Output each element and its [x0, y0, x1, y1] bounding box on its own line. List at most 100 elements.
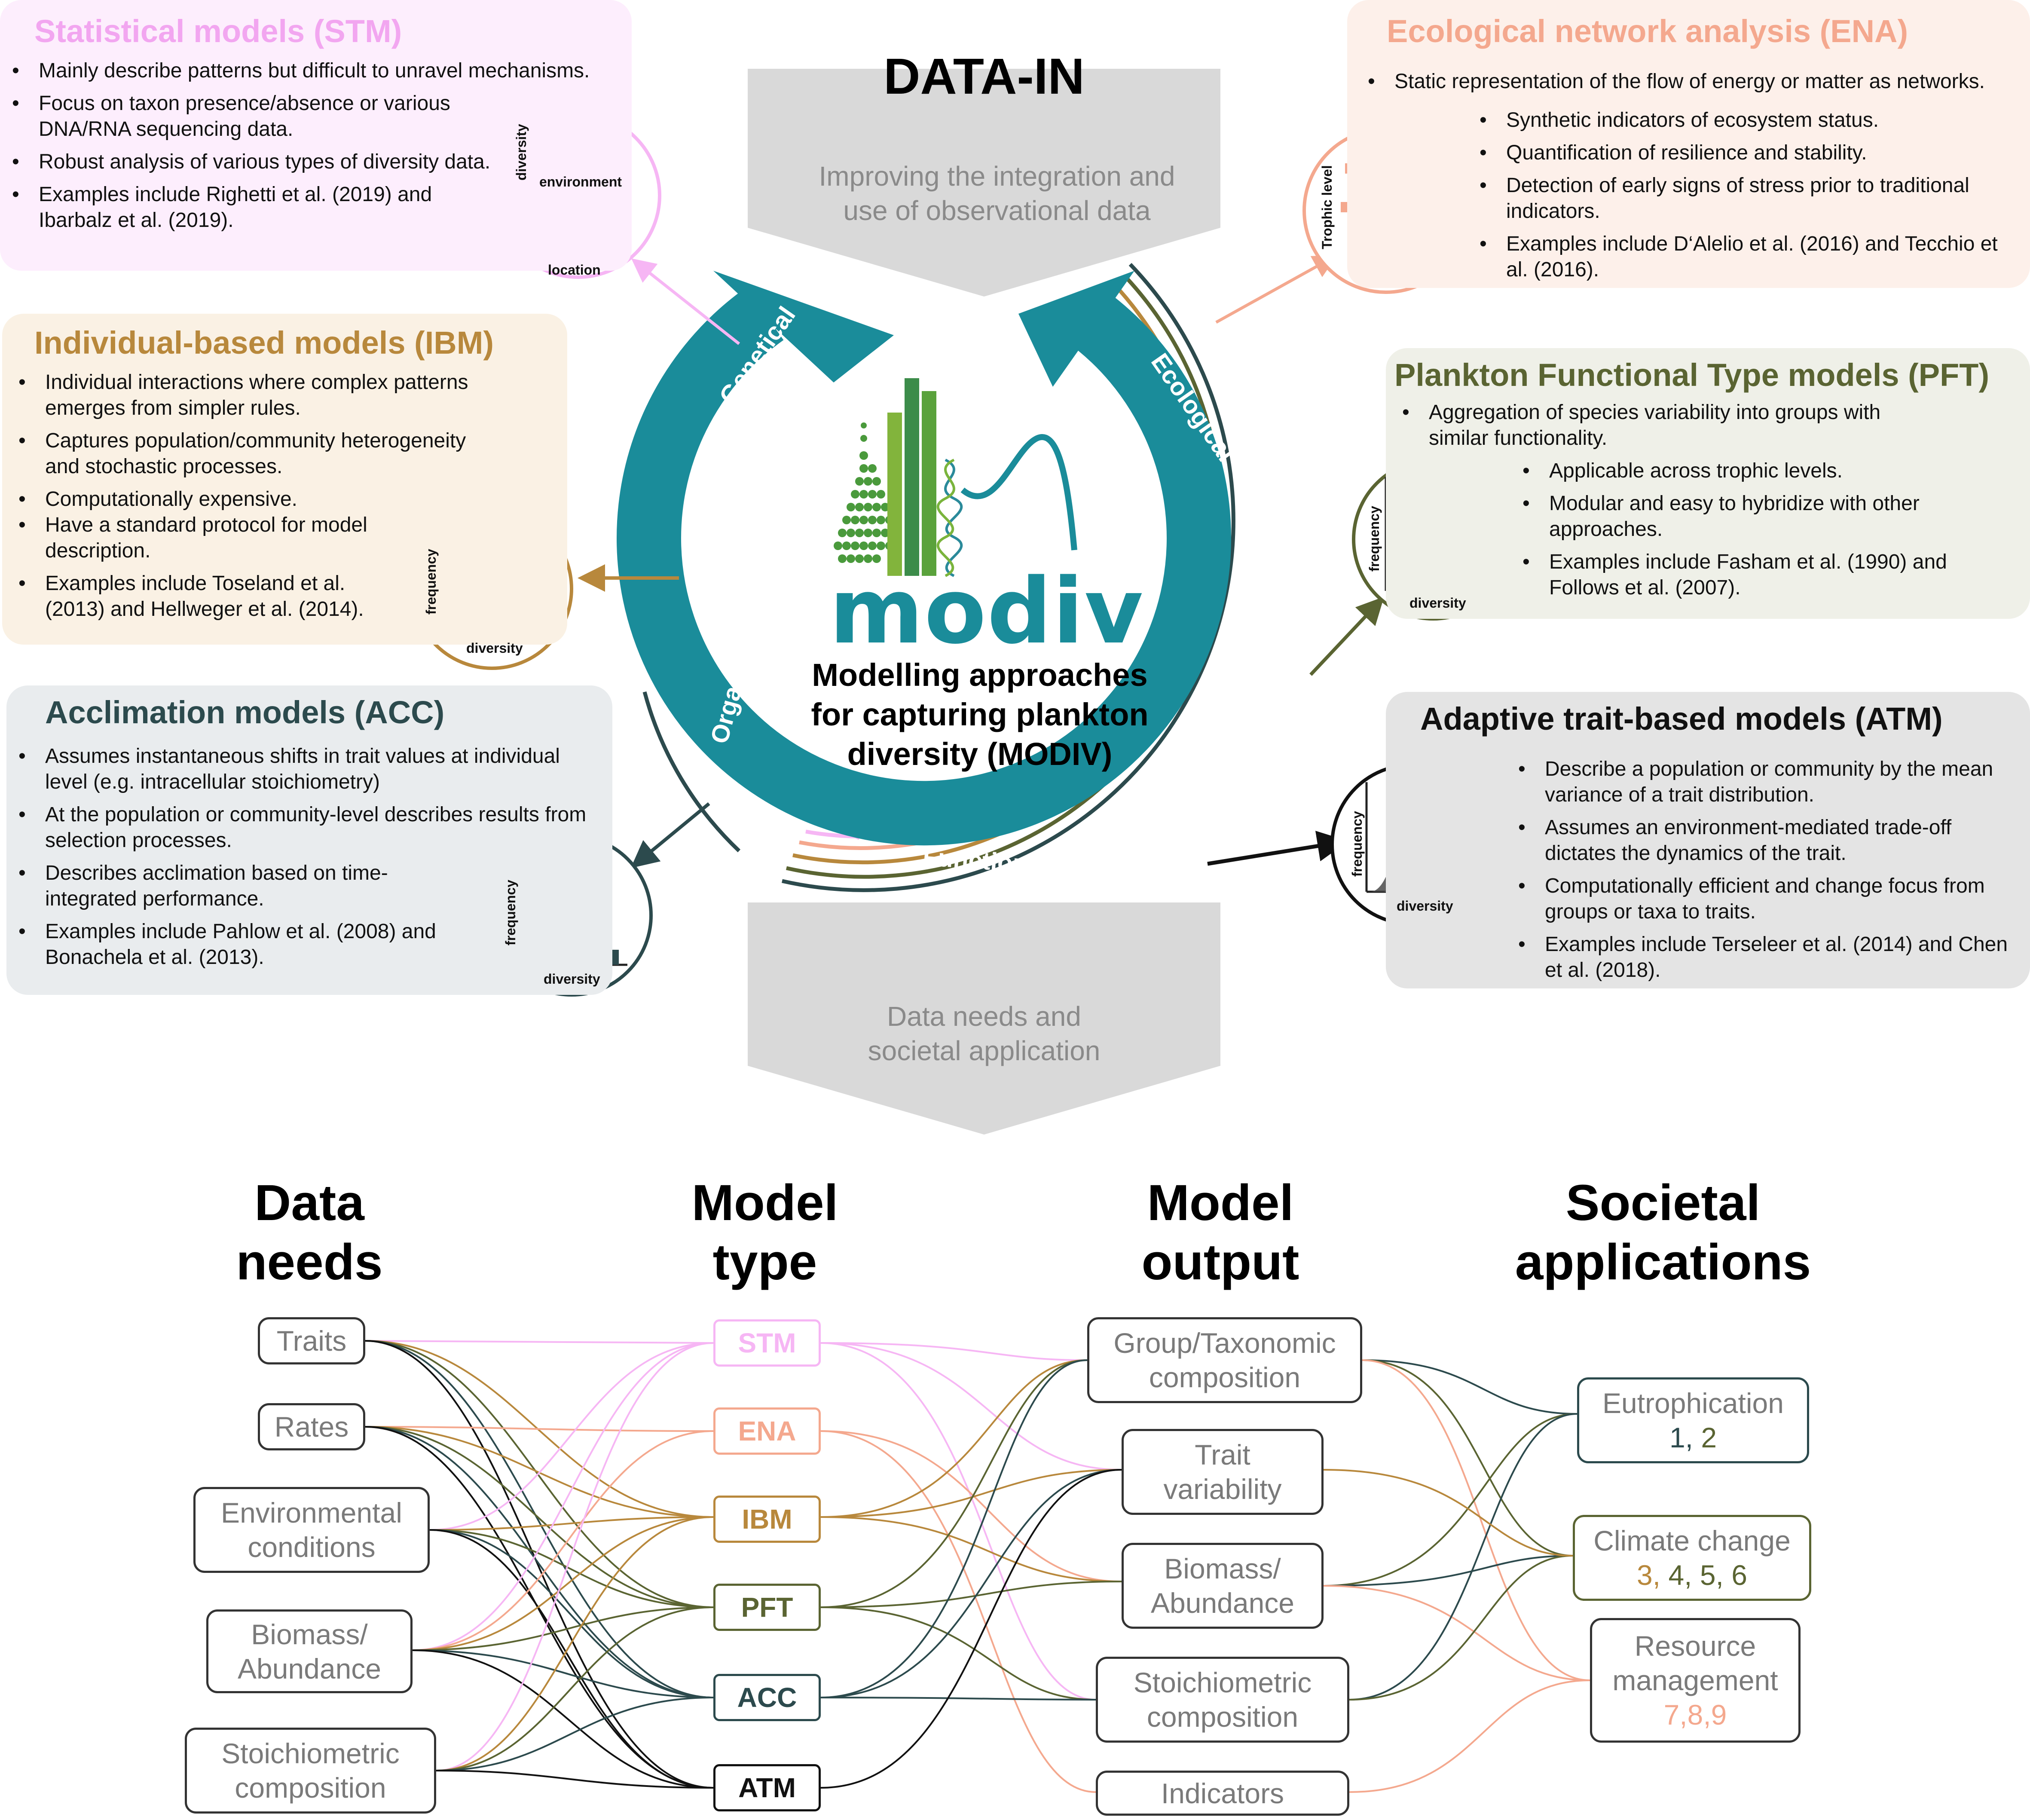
stm-bullet-1: Mainly describe patterns but difficult t…	[9, 58, 619, 84]
output-group-line-2: composition	[1149, 1361, 1301, 1393]
modiv-logo-graphic	[834, 378, 1077, 577]
data-need-traits-label: Traits	[276, 1325, 347, 1357]
atm-bullet-4: Examples include Terseleer et al. (2014)…	[1515, 932, 2022, 983]
data-need-environmental-line-2: conditions	[248, 1531, 376, 1563]
stm-panel: Statistical models (STM) Mainly describe…	[0, 0, 632, 271]
ref-4: 4	[1668, 1559, 1685, 1591]
model-to-output-links	[820, 1342, 1122, 1793]
header-societal-line-2: applications	[1515, 1234, 1811, 1291]
societal-resource-line-2: management	[1612, 1664, 1778, 1696]
societal-resource-management: Resource management 7,8,9	[1590, 1618, 1801, 1743]
ena-bullet-5: Examples include D‘Alelio et al. (2016) …	[1476, 231, 2009, 283]
pft-icon-x-label: diversity	[1409, 595, 1466, 611]
atm-icon-x-label: diversity	[1397, 898, 1453, 914]
atm-title: Adaptive trait-based models (ATM)	[1420, 701, 1943, 737]
data-need-environmental-line-1: Environmental	[221, 1497, 402, 1529]
ibm-bullet-1: Individual interactions where complex pa…	[15, 370, 471, 421]
societal-climate-refs: 3, 4, 5, 6	[1637, 1558, 1747, 1592]
pft-bullets: Aggregation of species variability into …	[1399, 400, 2018, 608]
output-indicators-label: Indicators	[1161, 1777, 1284, 1809]
connector-acc	[630, 802, 710, 869]
ref-6: 6	[1731, 1559, 1747, 1591]
pft-panel: Plankton Functional Type models (PFT) Ag…	[1386, 348, 2030, 619]
data-needs-line-1: Data needs and	[887, 1001, 1081, 1032]
stm-bullet-4: Examples include Righetti et al. (2019) …	[9, 182, 503, 233]
acc-title: Acclimation models (ACC)	[45, 694, 445, 730]
ref-sep: ,	[1685, 1422, 1701, 1453]
output-indicators: Indicators	[1096, 1771, 1349, 1816]
data-in-line-2: use of observational data	[843, 195, 1151, 226]
ena-bullets: Static representation of the flow of ene…	[1364, 69, 2026, 290]
output-stoichiometric-composition: Stoichiometric composition	[1096, 1657, 1349, 1743]
ibm-bullet-2: Captures population/community heterogene…	[15, 428, 471, 480]
pft-bullet-4: Examples include Fasham et al. (1990) an…	[1519, 549, 2000, 601]
data-need-environmental-conditions: Environmental conditions	[193, 1487, 430, 1573]
model-type-pft: PFT	[713, 1584, 821, 1631]
data-need-biomass-abundance: Biomass/ Abundance	[206, 1609, 413, 1693]
pft-bullet-2: Applicable across trophic levels.	[1519, 458, 2018, 484]
ref-2: 2	[1701, 1422, 1717, 1453]
output-to-societal-links	[1323, 1359, 1590, 1793]
societal-eutrophication-label: Eutrophication	[1602, 1387, 1784, 1419]
connector-atm	[1207, 831, 1348, 866]
data-needs-arrow	[748, 902, 1220, 1135]
acc-bullet-3: Describes acclimation based on time-inte…	[15, 860, 445, 912]
pft-bullet-3: Modular and easy to hybridize with other…	[1519, 491, 1979, 542]
ref-sep-2: ,	[1684, 1559, 1700, 1591]
data-need-biomass-line-1: Biomass/	[251, 1618, 368, 1650]
header-model-type-line-2: type	[712, 1234, 817, 1291]
header-societal: Societal applications	[1491, 1173, 1835, 1292]
header-model-output: Model output	[1091, 1173, 1349, 1292]
ref-sep-1: ,	[1652, 1559, 1669, 1591]
ref-sep-3: ,	[1715, 1559, 1732, 1591]
ref-1: 1	[1669, 1422, 1685, 1453]
stm-icon-x2-label: location	[548, 262, 601, 278]
output-trait-line-1: Trait	[1195, 1439, 1250, 1471]
center-caption: Modelling approaches for capturing plank…	[786, 655, 1173, 774]
output-biomass-line-2: Abundance	[1151, 1587, 1294, 1619]
ena-bullet-2: Synthetic indicators of ecosystem status…	[1476, 107, 2026, 133]
output-stoichiometric-line-2: composition	[1146, 1701, 1299, 1733]
header-model-type: Model type	[636, 1173, 894, 1292]
pft-bullet-1: Aggregation of species variability into …	[1399, 400, 1893, 451]
center-caption-line-1: Modelling approaches	[812, 657, 1148, 693]
header-data-needs-line-1: Data	[254, 1175, 364, 1231]
data-need-rates: Rates	[258, 1403, 365, 1450]
data-need-rates-label: Rates	[274, 1411, 349, 1443]
ibm-title: Individual-based models (IBM)	[34, 325, 494, 361]
ena-panel: Ecological network analysis (ENA) Static…	[1347, 0, 2030, 288]
ref-5: 5	[1700, 1559, 1716, 1591]
output-trait-variability: Trait variability	[1122, 1429, 1324, 1515]
ena-bullet-1: Static representation of the flow of ene…	[1364, 69, 2026, 95]
data-need-stoichiometric-line-1: Stoichiometric	[221, 1737, 400, 1769]
model-type-atm: ATM	[713, 1764, 821, 1811]
model-type-ena: ENA	[713, 1407, 821, 1455]
center-caption-line-2: for capturing plankton	[811, 697, 1149, 732]
ena-bullet-4: Detection of early signs of stress prior…	[1476, 173, 2009, 224]
data-need-biomass-line-2: Abundance	[238, 1652, 381, 1685]
header-data-needs: Data needs	[180, 1173, 438, 1292]
societal-climate-label: Climate change	[1593, 1525, 1791, 1557]
connector-pft	[1309, 596, 1384, 676]
stm-bullets: Mainly describe patterns but difficult t…	[9, 58, 619, 240]
output-biomass-abundance: Biomass/ Abundance	[1122, 1543, 1324, 1629]
header-societal-line-1: Societal	[1565, 1175, 1761, 1231]
output-group-line-1: Group/Taxonomic	[1113, 1327, 1336, 1359]
data-need-stoichiometric-composition: Stoichiometric composition	[185, 1728, 436, 1814]
center-caption-line-3: diversity (MODIV)	[847, 736, 1113, 772]
ibm-icon-x-label: diversity	[466, 640, 523, 656]
stm-title: Statistical models (STM)	[34, 13, 402, 49]
societal-eutrophication: Eutrophication 1, 2	[1577, 1377, 1809, 1463]
header-model-type-line-1: Model	[691, 1175, 838, 1231]
data-needs-text: Data needs and societal application	[769, 999, 1199, 1068]
output-group-taxonomic-composition: Group/Taxonomic composition	[1087, 1317, 1362, 1403]
header-model-output-line-2: output	[1141, 1234, 1299, 1291]
atm-bullet-1: Describe a population or community by th…	[1515, 756, 2022, 808]
societal-eutrophication-refs: 1, 2	[1669, 1420, 1717, 1455]
data-in-title: DATA-IN	[884, 48, 1085, 105]
data-need-stoichiometric-line-2: composition	[235, 1772, 386, 1804]
data-to-model-links	[365, 1340, 714, 1789]
acc-panel: Acclimation models (ACC) Assumes instant…	[6, 685, 612, 995]
model-type-ibm: IBM	[713, 1496, 821, 1543]
